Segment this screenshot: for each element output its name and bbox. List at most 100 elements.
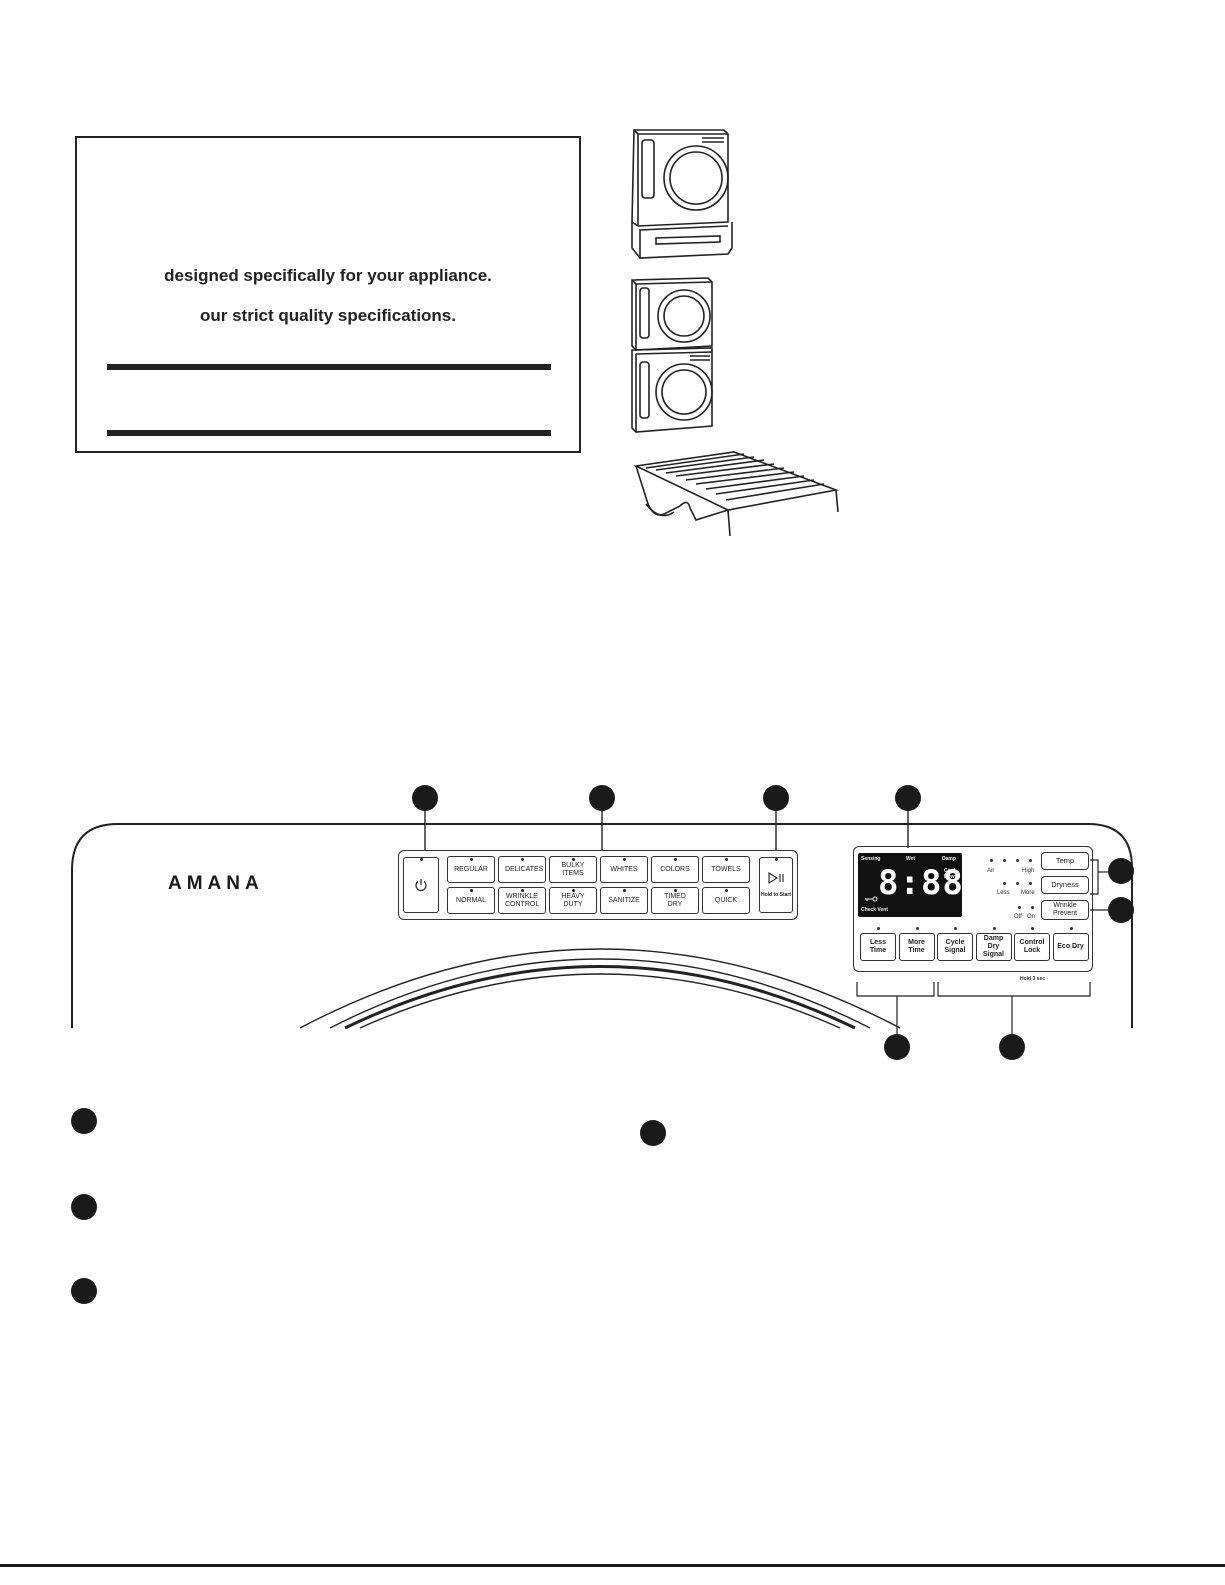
lcd-check-vent: Check Vent bbox=[861, 907, 888, 913]
temp-led-1 bbox=[990, 859, 993, 862]
cycle-timed-dry-led bbox=[674, 889, 677, 892]
less-time-led bbox=[877, 927, 880, 930]
cycle-heavy-duty-led bbox=[572, 889, 575, 892]
eco-dry-led bbox=[1069, 927, 1073, 930]
cycle-colors-led bbox=[674, 858, 677, 861]
callout-dot-time bbox=[884, 1034, 910, 1060]
power-icon bbox=[415, 879, 427, 892]
callout-dot-cycles bbox=[589, 785, 615, 811]
less-time-button[interactable]: Less Time bbox=[860, 933, 896, 961]
cycle-selector-strip: Hold to Start REGULAR DELICATES BULKY ITEM… bbox=[398, 850, 798, 920]
option-label: Less Time bbox=[869, 939, 887, 954]
lcd-damp: Damp bbox=[942, 856, 956, 862]
cycle-label: COLORS bbox=[660, 865, 690, 873]
lcd-display: Sensing Wet Damp Cool Down 8:88 Check Ve… bbox=[858, 853, 962, 917]
cycle-label: REGULAR bbox=[454, 865, 488, 873]
key-lock-icon bbox=[865, 896, 878, 902]
dryness-led-1 bbox=[1003, 882, 1006, 885]
temp-low-label: Air bbox=[987, 868, 995, 874]
cycle-wrinkle-control-led bbox=[521, 889, 524, 892]
cycle-label: HEAVY DUTY bbox=[561, 892, 585, 908]
damp-dry-signal-button[interactable]: Damp Dry Signal bbox=[975, 933, 1012, 961]
cycle-label: TIMED DRY bbox=[664, 892, 686, 908]
power-button[interactable] bbox=[403, 857, 439, 913]
start-pause-button[interactable]: Hold to Start bbox=[759, 857, 793, 913]
temp-high-label: High bbox=[1022, 868, 1035, 874]
notice-rule-top bbox=[107, 364, 551, 370]
cycle-sanitize-led bbox=[623, 889, 626, 892]
cycle-signal-led bbox=[954, 927, 957, 930]
dryness-button[interactable]: Dryness bbox=[1041, 876, 1089, 894]
cycle-label: BULKY ITEMS bbox=[561, 861, 585, 877]
control-lock-led bbox=[1031, 927, 1034, 930]
notice-box: designed specifically for your appliance… bbox=[75, 136, 581, 453]
cycle-regular-led bbox=[470, 858, 473, 861]
cycle-delicates-led bbox=[521, 858, 524, 861]
callout-dot-start bbox=[763, 785, 789, 811]
dryness-high-label: More bbox=[1021, 890, 1035, 896]
temp-button[interactable]: Temp bbox=[1041, 852, 1089, 870]
callout-dot-display bbox=[895, 785, 921, 811]
cycle-label: WHITES bbox=[610, 865, 638, 873]
lcd-digits: 8:88 bbox=[878, 863, 962, 903]
notice-rule-bottom bbox=[107, 430, 551, 436]
wrinkle-on-label: On bbox=[1027, 914, 1036, 920]
callout-dot-wrinkle bbox=[1108, 897, 1134, 923]
temp-led-4 bbox=[1029, 859, 1032, 862]
dryness-low-label: Less bbox=[997, 890, 1010, 896]
cycle-quick-led bbox=[725, 889, 728, 892]
play-pause-icon bbox=[768, 871, 784, 884]
control-panel-diagram: AMANA Hold to Start REGULAR DELICATES BULK… bbox=[0, 760, 1225, 1090]
cycle-signal-button[interactable]: Cycle Signal bbox=[937, 933, 973, 961]
cycle-bulky-led bbox=[572, 858, 575, 861]
page-bottom-rule bbox=[0, 1564, 1225, 1567]
dryness-led-2 bbox=[1016, 882, 1019, 885]
panel-outline bbox=[71, 810, 1133, 1036]
temp-led-3 bbox=[1016, 859, 1019, 862]
temp-led-2 bbox=[1003, 859, 1006, 862]
wrinkle-led-on bbox=[1031, 906, 1034, 909]
stacked-washer-dryer-illustration bbox=[628, 276, 718, 436]
callout-dot-options bbox=[999, 1034, 1025, 1060]
cycle-label: DELICATES bbox=[505, 865, 544, 873]
cycle-label: WRINKLE CONTROL bbox=[505, 892, 540, 908]
drying-rack-illustration bbox=[630, 448, 850, 543]
brand-logo: AMANA bbox=[168, 873, 264, 894]
option-label: Cycle Signal bbox=[944, 939, 966, 954]
more-time-button[interactable]: More Time bbox=[898, 933, 935, 961]
hold-3-sec-label: Hold 3 sec bbox=[1020, 976, 1046, 982]
legend-dot-2 bbox=[71, 1194, 97, 1220]
lcd-cool-down: Cool Down bbox=[944, 868, 958, 880]
cycle-label: QUICK bbox=[714, 896, 738, 904]
cycle-label: NORMAL bbox=[456, 896, 486, 904]
cycle-label: SANITIZE bbox=[608, 896, 640, 904]
option-label: More Time bbox=[908, 939, 925, 954]
lcd-wet: Wet bbox=[906, 856, 916, 862]
legend-dot-1 bbox=[71, 1108, 97, 1134]
cycle-wrinkle-control-button[interactable]: WRINKLE CONTROL bbox=[498, 887, 546, 914]
option-label: Damp Dry Signal bbox=[982, 935, 1004, 958]
callout-dot-temp-dryness bbox=[1108, 858, 1134, 884]
option-label: Eco Dry bbox=[1057, 943, 1084, 950]
damp-dry-signal-led bbox=[992, 927, 996, 930]
wrinkle-prevent-button[interactable]: Wrinkle Prevent bbox=[1041, 900, 1089, 920]
legend-dot-4 bbox=[640, 1120, 666, 1146]
more-time-led bbox=[915, 927, 919, 930]
cycle-whites-led bbox=[623, 858, 626, 861]
start-led bbox=[775, 858, 778, 861]
eco-dry-button[interactable]: Eco Dry bbox=[1052, 933, 1089, 961]
cycle-towels-led bbox=[725, 858, 728, 861]
notice-line-1: designed specifically for your appliance… bbox=[164, 266, 492, 285]
wrinkle-off-label: Off bbox=[1014, 914, 1022, 920]
power-led bbox=[420, 858, 423, 861]
option-label: Control Lock bbox=[1019, 939, 1045, 954]
cycle-towels-button[interactable]: TOWELS bbox=[702, 856, 750, 883]
cycle-timed-dry-button[interactable]: TIMED DRY bbox=[651, 887, 699, 914]
display-options-area: Sensing Wet Damp Cool Down 8:88 Check Ve… bbox=[853, 846, 1093, 972]
control-lock-button[interactable]: Control Lock bbox=[1014, 933, 1050, 961]
notice-line-2: our strict quality specifications. bbox=[199, 306, 456, 325]
cycle-normal-led bbox=[470, 889, 473, 892]
cycle-label: TOWELS bbox=[711, 865, 741, 873]
callout-dot-power bbox=[412, 785, 438, 811]
legend-dot-3 bbox=[71, 1278, 97, 1304]
